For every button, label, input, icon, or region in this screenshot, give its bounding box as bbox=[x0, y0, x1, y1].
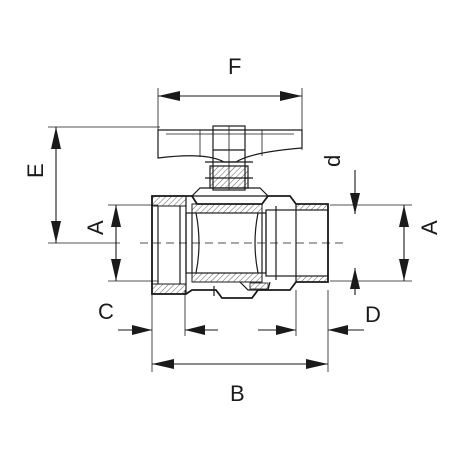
label-b: B bbox=[230, 381, 245, 406]
dimension-a-right: A bbox=[330, 204, 442, 282]
valve-body bbox=[151, 195, 329, 299]
dimension-d-bore: d bbox=[320, 155, 360, 295]
label-c: C bbox=[98, 299, 114, 324]
dimension-f: F bbox=[157, 54, 303, 150]
dimension-e: E bbox=[23, 126, 160, 244]
butterfly-handle bbox=[157, 129, 303, 163]
label-d-thread: D bbox=[365, 302, 381, 327]
dimension-b: B bbox=[152, 359, 328, 406]
dimension-c: C bbox=[98, 290, 218, 372]
dimension-d-thread: D bbox=[258, 290, 381, 372]
label-d: d bbox=[320, 155, 345, 167]
label-a-left: A bbox=[83, 220, 108, 235]
label-a-right: A bbox=[417, 220, 442, 235]
valve-stem bbox=[190, 125, 270, 197]
dimension-a-left: A bbox=[83, 204, 158, 282]
label-e: E bbox=[23, 163, 48, 178]
label-f: F bbox=[228, 54, 241, 79]
